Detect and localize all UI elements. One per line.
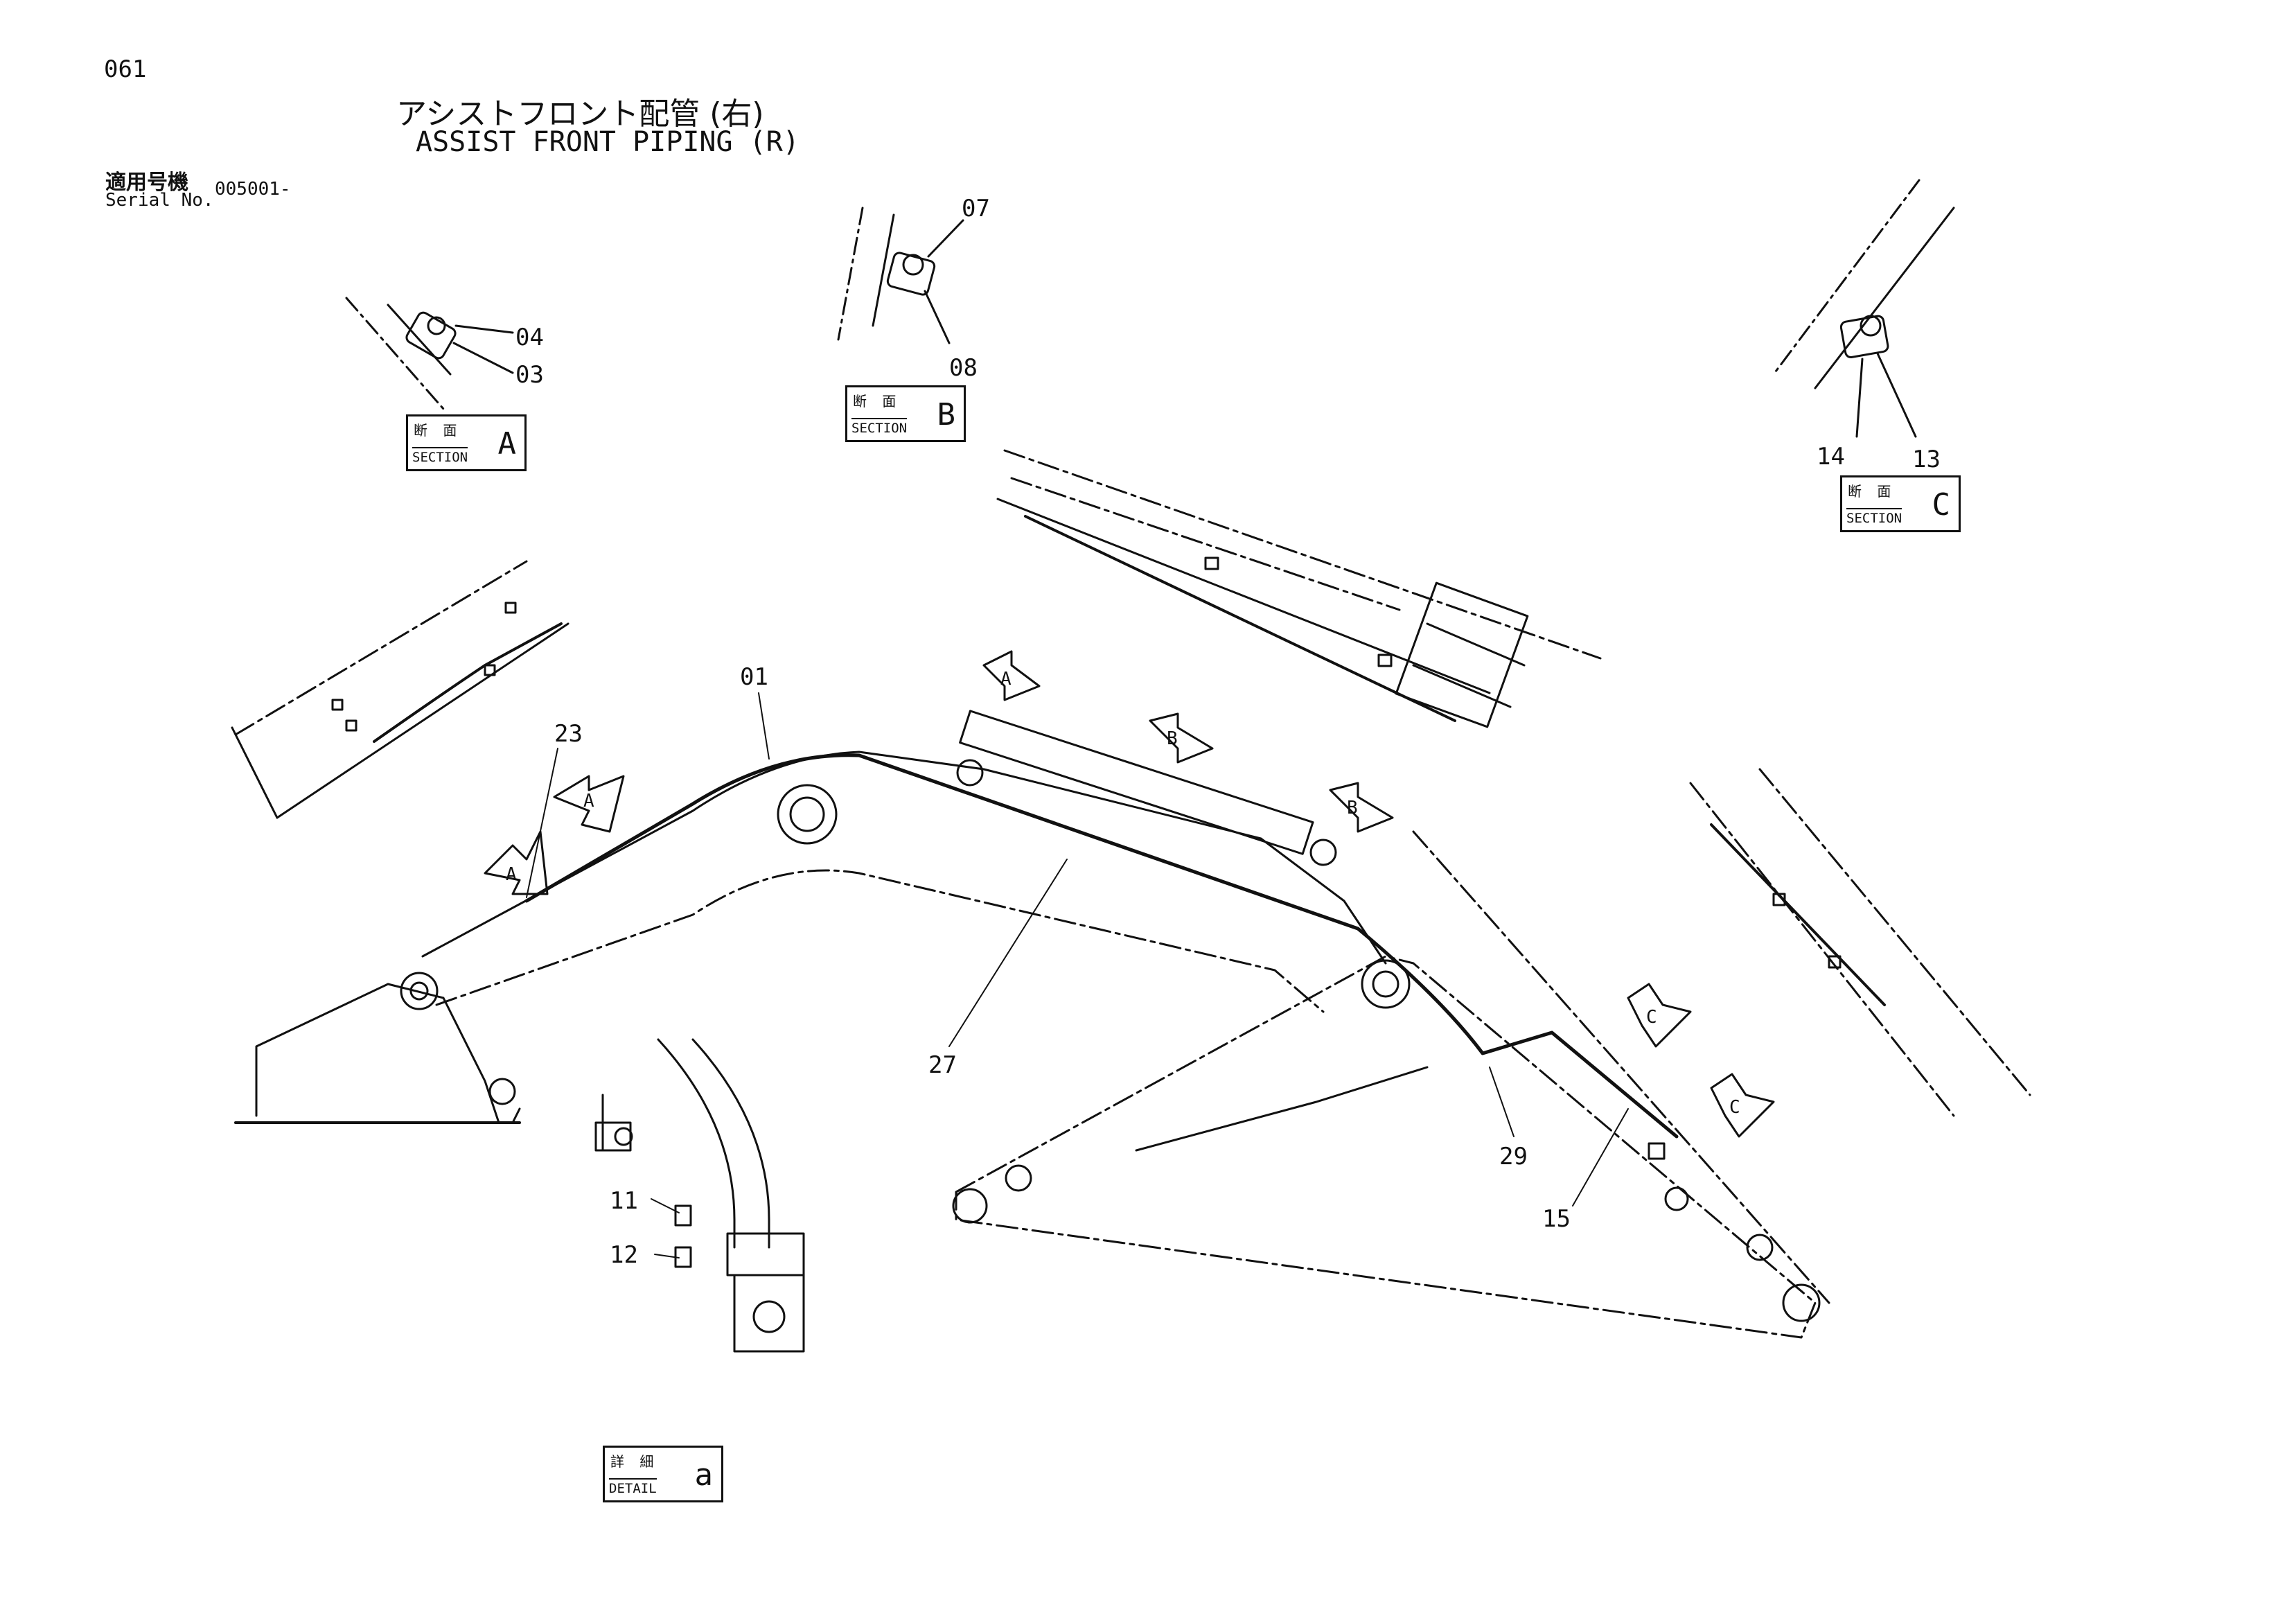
- view-arrow-a1-letter: A: [506, 864, 517, 885]
- detail-a-letter: a: [694, 1457, 714, 1493]
- boom-view-b: [996, 449, 1602, 728]
- section-a-sketch: [345, 297, 514, 410]
- section-b-letter: B: [937, 397, 956, 432]
- view-arrow-letters: A A A B B C C: [506, 669, 1740, 1118]
- section-c-letter: C: [1932, 487, 1951, 523]
- serial-label-jp: 適用号機: [105, 170, 188, 195]
- callout-01: 01: [740, 663, 768, 691]
- callout-15: 15: [1542, 1205, 1571, 1233]
- section-c-label-en: SECTION: [1846, 508, 1902, 526]
- section-b-label-en: SECTION: [851, 418, 908, 436]
- section-c-box: 断 面 SECTION C: [1840, 475, 1961, 532]
- detail-a-label-en: DETAIL: [609, 1478, 657, 1496]
- detail-a-label-jp: 詳 細: [610, 1453, 660, 1470]
- view-arrows: [484, 650, 1775, 1138]
- callout-14: 14: [1817, 443, 1845, 471]
- section-c-sketch: [1772, 179, 1955, 438]
- page-number: 061: [104, 55, 147, 83]
- view-arrow-b2-letter: B: [1347, 798, 1358, 818]
- detail-a-box: 詳 細 DETAIL a: [603, 1446, 723, 1502]
- serial-label-en: Serial No.: [105, 190, 214, 211]
- section-a-letter: A: [497, 426, 517, 462]
- view-arrow-a3-letter: A: [1000, 669, 1012, 690]
- view-arrow-b1-letter: B: [1167, 728, 1178, 749]
- section-a-label-jp: 断 面: [414, 422, 463, 439]
- view-arrow-a2-letter: A: [583, 791, 594, 812]
- view-arrow-c1-letter: C: [1646, 1007, 1657, 1028]
- callout-27: 27: [928, 1051, 957, 1079]
- main-assembly: [234, 710, 1830, 1339]
- section-b-sketch: [837, 207, 964, 344]
- callout-29: 29: [1499, 1143, 1528, 1170]
- serial-value: 005001-: [215, 179, 291, 200]
- callout-12: 12: [610, 1241, 638, 1269]
- section-c-label-jp: 断 面: [1848, 483, 1897, 500]
- leader-lines: [526, 692, 1629, 1258]
- callout-03: 03: [515, 361, 544, 389]
- page-title-en: ASSIST FRONT PIPING (R): [416, 126, 800, 158]
- callout-23: 23: [554, 720, 583, 748]
- callout-04: 04: [515, 324, 544, 351]
- callout-11: 11: [610, 1187, 638, 1215]
- callout-13: 13: [1912, 446, 1941, 473]
- callout-labels: 01 04 03 07 08 14 13 23 27 29 15 11 12: [515, 195, 1941, 1269]
- callout-08: 08: [949, 354, 978, 382]
- boom-view-a: [231, 560, 569, 819]
- callout-07: 07: [962, 195, 990, 222]
- view-arrow-c2-letter: C: [1729, 1097, 1740, 1118]
- section-b-label-jp: 断 面: [853, 393, 902, 410]
- page-title-jp: アシストフロント配管 (右): [396, 96, 764, 132]
- arm-view-c: [1689, 768, 2031, 1117]
- section-a-label-en: SECTION: [412, 447, 468, 465]
- section-b-box: 断 面 SECTION B: [845, 385, 966, 442]
- section-a-box: 断 面 SECTION A: [406, 414, 527, 471]
